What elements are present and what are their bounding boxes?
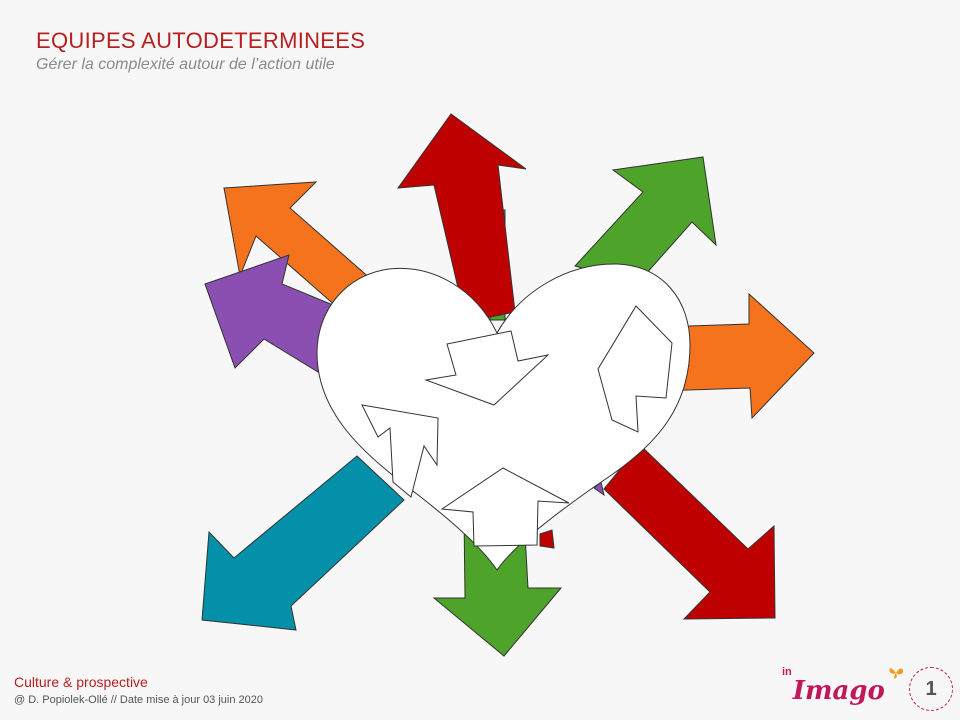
footer-credit: @ D. Popiolek-Ollé // Date mise à jour 0… [14,694,264,706]
inner-arrow-left [361,404,439,498]
arrow-teal-bottom-left [201,455,405,631]
inner-arrow-center [424,330,550,406]
page-number-badge: 1 [909,667,953,711]
page-title: EQUIPES AUTODETERMINEES [36,28,366,53]
arrow-red-accent [539,529,555,549]
inimago-logo: in Imago [782,664,905,704]
heart-shape [316,263,691,571]
logo-name: Imago [792,676,885,706]
inner-arrow-right [597,305,673,433]
inner-arrow-bottom [440,467,570,547]
arrow-red-bottom-right [603,444,776,620]
arrow-green-top-right [574,156,717,285]
footer-section-label: Culture & prospective [14,674,148,690]
logo-prefix: in [782,666,792,678]
page-subtitle: Gérer la complexité autour de l’action u… [36,56,335,73]
butterfly-icon [889,668,903,679]
arrow-red-top [396,113,527,323]
